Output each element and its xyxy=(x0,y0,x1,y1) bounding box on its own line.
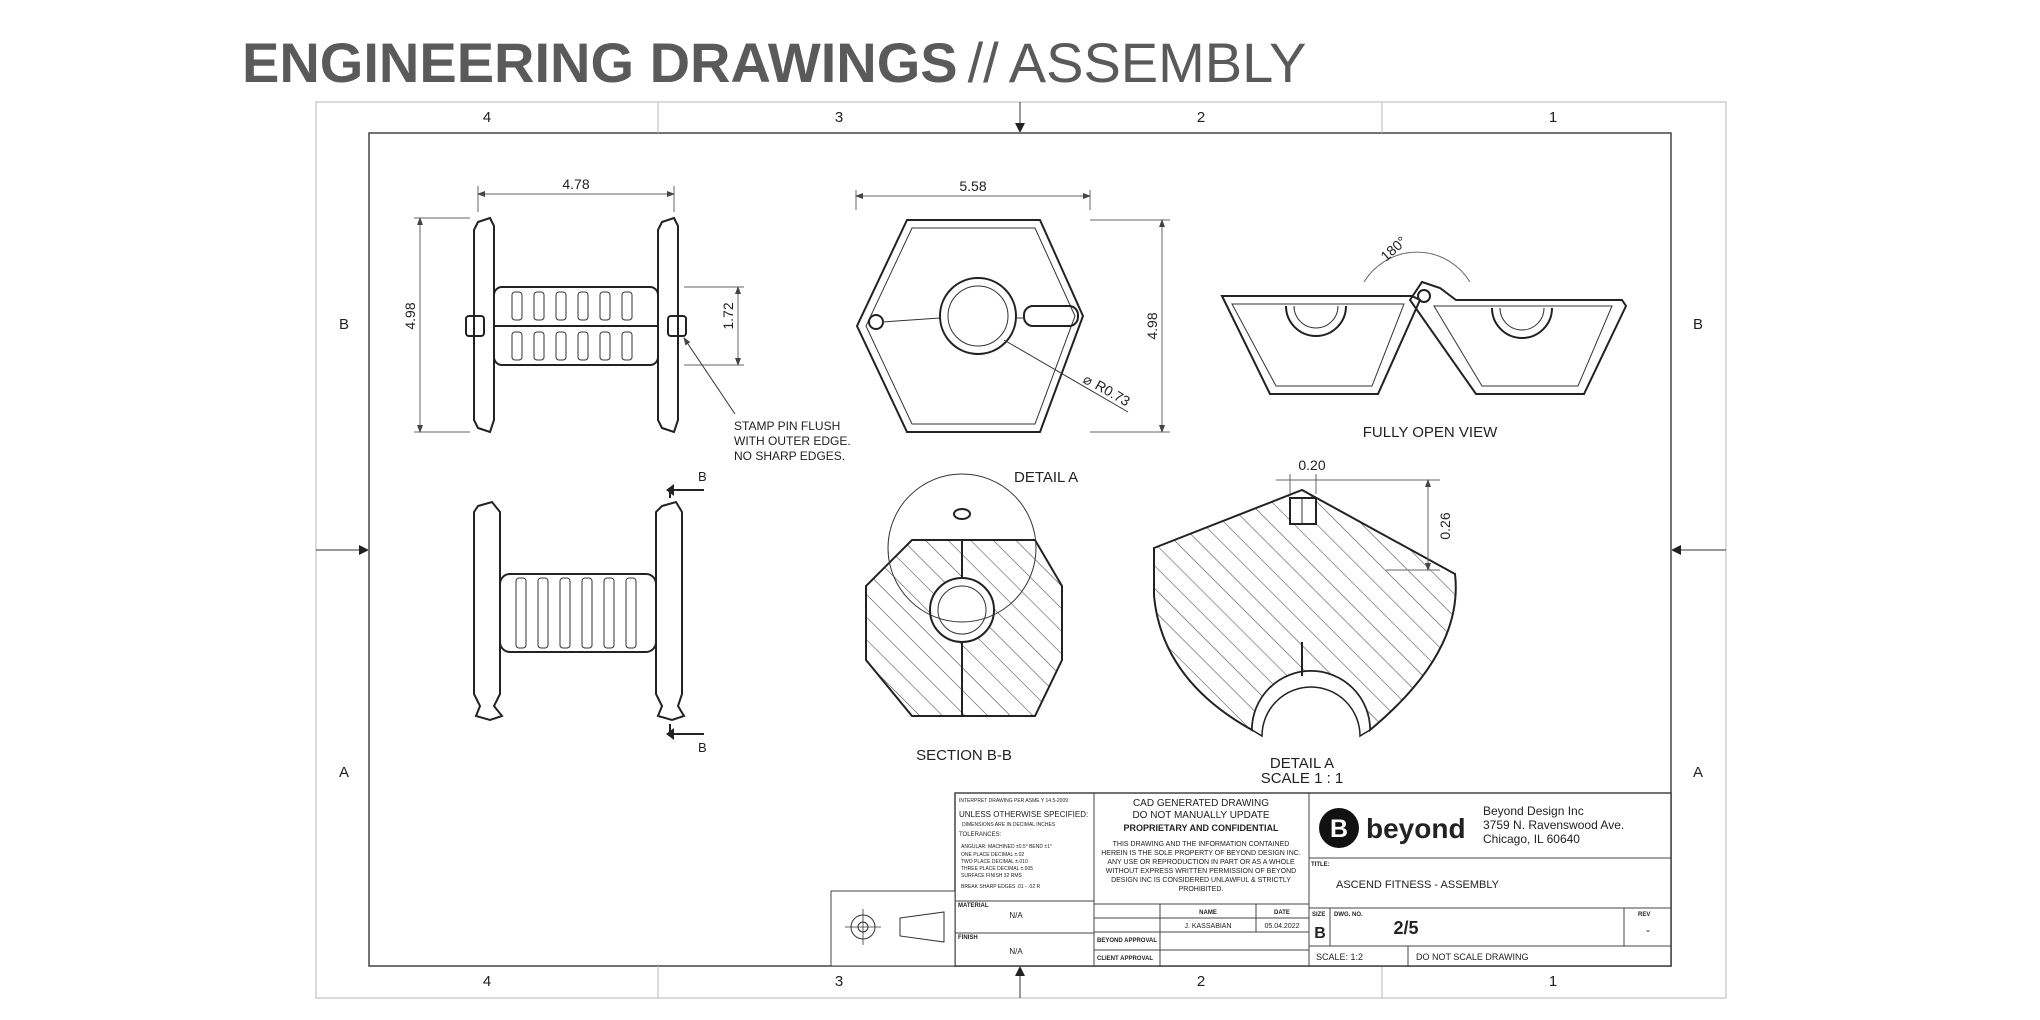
tb-tol-4: THREE PLACE DECIMAL ±.005 xyxy=(961,866,1033,872)
open-view-label: FULLY OPEN VIEW xyxy=(1363,424,1498,441)
hex-height-dim: 4.98 xyxy=(1144,312,1160,339)
hex-view: 5.58 4.98 ⌀ R0.73 xyxy=(855,178,1170,433)
tb-name-label: NAME xyxy=(1199,910,1217,916)
tb-cad-line1: CAD GENERATED DRAWING xyxy=(1133,798,1269,809)
beyond-logo: B beyond xyxy=(1319,808,1466,848)
zone-label-left-a: A xyxy=(339,764,349,781)
tb-title-label: TITLE: xyxy=(1311,862,1330,868)
page-title-subtitle: ASSEMBLY xyxy=(1008,31,1307,94)
zone-label-right-b: B xyxy=(1693,316,1703,333)
front-note-line1: STAMP PIN FLUSH xyxy=(734,419,840,433)
tb-legal-1: THIS DRAWING AND THE INFORMATION CONTAIN… xyxy=(1113,841,1290,848)
centering-marks xyxy=(316,102,1726,998)
detail-view-label: DETAIL A xyxy=(1270,755,1334,772)
projection-symbol-icon xyxy=(845,909,945,945)
zone-label-top-3: 3 xyxy=(835,109,843,126)
tb-title-value: ASCEND FITNESS - ASSEMBLY xyxy=(1336,879,1500,891)
tb-unless: UNLESS OTHERWISE SPECIFIED: xyxy=(959,810,1088,819)
detail-height-dim: 0.26 xyxy=(1437,512,1453,539)
front-height-dim: 4.98 xyxy=(402,302,418,329)
page-title-separator: // xyxy=(967,31,999,94)
tb-client-approval: CLIENT APPROVAL xyxy=(1097,956,1153,962)
tb-size-value: B xyxy=(1314,925,1326,942)
tb-scale: SCALE: 1:2 xyxy=(1316,952,1363,962)
tb-name-value: J. KASSABIAN xyxy=(1184,923,1231,930)
hex-radius-dim: R0.73 xyxy=(1093,377,1134,410)
tb-dwg-value: 2/5 xyxy=(1393,918,1418,938)
tb-legal-4: WITHOUT EXPRESS WRITTEN PERMISSION OF BE… xyxy=(1106,868,1296,875)
tb-interpret: INTERPRET DRAWING PER ASME Y 14.5-2009 xyxy=(959,798,1068,804)
title-block: INTERPRET DRAWING PER ASME Y 14.5-2009 U… xyxy=(830,792,1672,967)
tb-date-value: 05.04.2022 xyxy=(1264,923,1299,930)
tb-tol-5: SURFACE FINISH 32 RMS xyxy=(961,873,1023,879)
tb-rev-label: REV xyxy=(1638,912,1650,918)
tb-dwg-label: DWG. NO. xyxy=(1334,912,1363,918)
detail-view: 0.20 0.26 DETAIL A SCALE 1 : 1 xyxy=(1153,457,1457,787)
section-mark-bottom: B xyxy=(698,740,707,755)
section-view: DETAIL A SECTION B-B xyxy=(865,469,1078,764)
tb-beyond-approval: BEYOND APPROVAL xyxy=(1097,938,1157,944)
page-title-main: ENGINEERING DRAWINGS xyxy=(242,31,958,94)
tb-rev-value: - xyxy=(1646,923,1650,937)
tb-tol-3: TWO PLACE DECIMAL ±.010 xyxy=(961,859,1028,865)
front-note-line2: WITH OUTER EDGE. xyxy=(734,434,851,448)
tb-tol-6: BREAK SHARP EDGES .01 - .02 R xyxy=(961,884,1040,890)
zone-label-bottom-3: 3 xyxy=(835,973,843,990)
front-inner-dim: 1.72 xyxy=(720,302,736,329)
tb-proprietary: PROPRIETARY AND CONFIDENTIAL xyxy=(1123,823,1279,833)
tb-tol-1: ANGULAR: MACHINED ±0.5° BEND ±1° xyxy=(961,844,1052,850)
section-view-label: SECTION B-B xyxy=(916,747,1012,764)
tb-tol-2: ONE PLACE DECIMAL ±.02 xyxy=(961,852,1024,858)
logo-text: beyond xyxy=(1366,813,1466,844)
front-width-dim: 4.78 xyxy=(562,176,589,192)
tb-company-name: Beyond Design Inc xyxy=(1483,804,1584,818)
front-note-line3: NO SHARP EDGES. xyxy=(734,449,845,463)
tb-date-label: DATE xyxy=(1274,910,1290,916)
zone-label-bottom-2: 2 xyxy=(1197,973,1205,990)
page-title: ENGINEERING DRAWINGS//ASSEMBLY xyxy=(242,30,1307,95)
side-view: B B xyxy=(473,469,707,755)
tb-tolerances: TOLERANCES: xyxy=(959,832,1002,838)
logo-letter: B xyxy=(1330,815,1348,843)
tb-finish-value: N/A xyxy=(1009,947,1023,956)
zone-label-top-2: 2 xyxy=(1197,109,1205,126)
tb-material-label: MATERIAL xyxy=(958,903,989,909)
tb-no-scale: DO NOT SCALE DRAWING xyxy=(1416,952,1529,962)
zone-label-left-b: B xyxy=(339,316,349,333)
front-view: 4.78 4.98 1.72 STAMP PIN FLUSH WITH OUTE… xyxy=(402,176,851,463)
zone-label-right-a: A xyxy=(1693,764,1703,781)
section-mark-top: B xyxy=(698,469,707,484)
open-angle-dim: 180° xyxy=(1377,233,1409,264)
tb-legal-6: PROHIBITED. xyxy=(1179,886,1224,893)
zone-label-bottom-1: 1 xyxy=(1549,973,1557,990)
tb-legal-2: HEREIN IS THE SOLE PROPERTY OF BEYOND DE… xyxy=(1101,850,1301,857)
detail-view-scale: SCALE 1 : 1 xyxy=(1261,770,1344,787)
detail-width-dim: 0.20 xyxy=(1298,457,1325,473)
tb-legal-5: DESIGN INC IS CONSIDERED UNLAWFUL & STRI… xyxy=(1111,877,1291,884)
zone-label-top-1: 1 xyxy=(1549,109,1557,126)
detail-a-callout: DETAIL A xyxy=(1014,469,1078,486)
hex-width-dim: 5.58 xyxy=(959,178,986,194)
tb-cad-line2: DO NOT MANUALLY UPDATE xyxy=(1132,810,1269,821)
tb-finish-label: FINISH xyxy=(958,935,978,941)
tb-company-addr1: 3759 N. Ravenswood Ave. xyxy=(1483,818,1624,832)
tb-company-addr2: Chicago, IL 60640 xyxy=(1483,832,1580,846)
tb-dims-in: DIMENSIONS ARE IN DECIMAL INCHES xyxy=(962,822,1056,828)
tb-legal-3: ANY USE OR REPRODUCTION IN PART OR AS A … xyxy=(1107,859,1295,866)
zone-label-bottom-4: 4 xyxy=(483,973,491,990)
zone-label-top-4: 4 xyxy=(483,109,491,126)
open-view: 180° FULLY OPEN VIEW xyxy=(1220,233,1628,441)
tb-size-label: SIZE xyxy=(1312,912,1325,918)
tb-material-value: N/A xyxy=(1009,911,1023,920)
